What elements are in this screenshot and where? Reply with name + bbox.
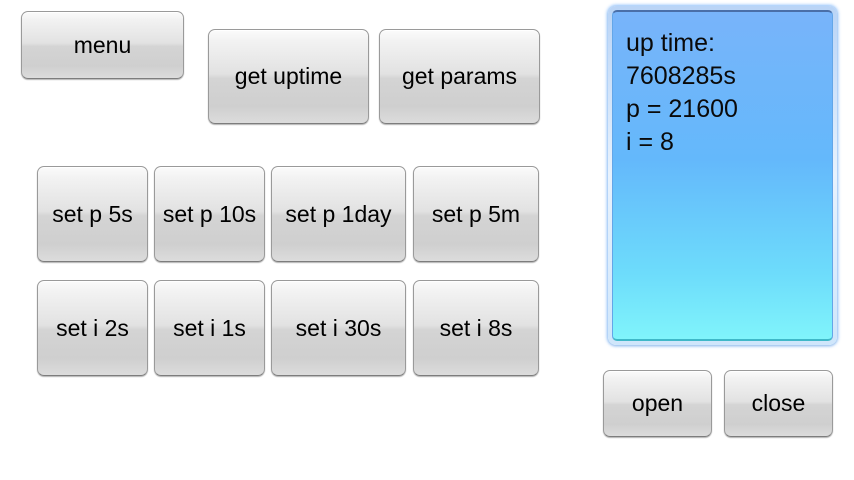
menu-button[interactable]: menu	[21, 11, 184, 79]
set-p-10s-button[interactable]: set p 10s	[154, 166, 265, 262]
close-button[interactable]: close	[724, 370, 833, 437]
set-i-30s-button[interactable]: set i 30s	[271, 280, 406, 376]
output-text-field[interactable]: up time: 7608285s p = 21600 i = 8	[612, 10, 833, 341]
open-button[interactable]: open	[603, 370, 712, 437]
get-uptime-button[interactable]: get uptime	[208, 29, 369, 124]
output-text-content: up time: 7608285s p = 21600 i = 8	[626, 29, 738, 156]
set-p-1day-button[interactable]: set p 1day	[271, 166, 406, 262]
set-i-2s-button[interactable]: set i 2s	[37, 280, 148, 376]
output-panel: up time: 7608285s p = 21600 i = 8	[608, 6, 837, 345]
set-i-8s-button[interactable]: set i 8s	[413, 280, 539, 376]
set-p-5m-button[interactable]: set p 5m	[413, 166, 539, 262]
get-params-button[interactable]: get params	[379, 29, 540, 124]
set-i-1s-button[interactable]: set i 1s	[154, 280, 265, 376]
set-p-5s-button[interactable]: set p 5s	[37, 166, 148, 262]
